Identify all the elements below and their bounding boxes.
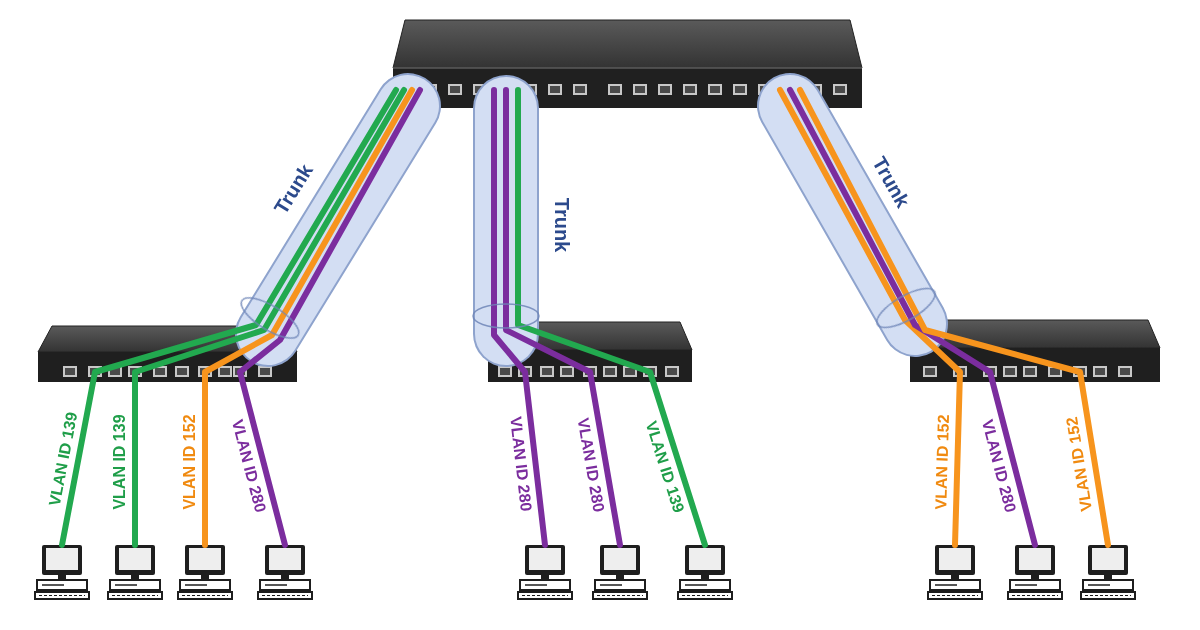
tube-ring bbox=[473, 304, 539, 328]
switch-ports bbox=[683, 84, 697, 95]
computer-icons bbox=[35, 545, 1135, 599]
vlan-label: VLAN ID 280 bbox=[978, 416, 1020, 516]
vlan-label: VLAN ID 280 bbox=[228, 416, 270, 516]
vlan-wires bbox=[62, 90, 1108, 545]
vlan-label: VLAN ID 280 bbox=[573, 414, 608, 515]
tube-ring bbox=[871, 281, 940, 335]
access-switch bbox=[218, 366, 232, 377]
switch-ports bbox=[448, 84, 462, 95]
vlan-wires bbox=[62, 90, 396, 545]
core-switch bbox=[393, 68, 862, 69]
computer-icons bbox=[35, 545, 89, 599]
access-switch bbox=[560, 366, 574, 377]
vlan-label: VLAN ID 152 bbox=[932, 412, 953, 512]
computer-icons bbox=[928, 545, 982, 599]
computer-icons bbox=[518, 545, 572, 599]
switch-ports bbox=[658, 84, 672, 95]
vlan-label: VLAN ID 280 bbox=[506, 413, 535, 514]
computer-icons bbox=[258, 545, 312, 599]
access-switch bbox=[498, 366, 512, 377]
access-switch bbox=[603, 366, 617, 377]
switch-ports bbox=[733, 84, 747, 95]
vlan-label: VLAN ID 139 bbox=[45, 409, 81, 510]
switch-ports bbox=[633, 84, 647, 95]
trunk-label: Trunk bbox=[867, 151, 915, 213]
vlan-wires bbox=[240, 90, 420, 545]
computer-icons bbox=[178, 545, 232, 599]
computer-icons bbox=[1081, 545, 1135, 599]
vlan-label: VLAN ID 139 bbox=[111, 412, 129, 511]
switch-ports bbox=[608, 84, 622, 95]
access-switch bbox=[63, 366, 77, 377]
access-switch bbox=[923, 366, 937, 377]
access-switch bbox=[1023, 366, 1037, 377]
vlan-wires bbox=[518, 90, 705, 545]
access-switch bbox=[1003, 366, 1017, 377]
computer-icons bbox=[1008, 545, 1062, 599]
access-switch bbox=[258, 366, 272, 377]
vlan-wires bbox=[800, 90, 1108, 545]
trunk-label: Trunk bbox=[551, 196, 573, 254]
switch-ports bbox=[573, 84, 587, 95]
vlan-wires bbox=[506, 90, 620, 545]
vlan-wires bbox=[790, 90, 1035, 545]
vlan-label: VLAN ID 152 bbox=[1063, 414, 1097, 515]
switch-ports bbox=[708, 84, 722, 95]
tube-ring bbox=[236, 290, 305, 345]
switch-ports bbox=[548, 84, 562, 95]
vlan-label: VLAN ID 152 bbox=[181, 412, 199, 511]
computer-icons bbox=[593, 545, 647, 599]
computer-icons bbox=[678, 545, 732, 599]
computer-icons bbox=[108, 545, 162, 599]
core-switch bbox=[393, 20, 862, 68]
access-switch bbox=[1118, 366, 1132, 377]
vlan-wires bbox=[780, 90, 960, 545]
tube-ring bbox=[236, 281, 941, 345]
access-switch bbox=[175, 366, 189, 377]
access-switch bbox=[540, 366, 554, 377]
vlan-label: VLAN ID 139 bbox=[641, 417, 688, 517]
trunk-label: Trunk bbox=[268, 158, 317, 219]
switch-ports bbox=[833, 84, 847, 95]
access-switch bbox=[665, 366, 679, 377]
access-switch bbox=[910, 348, 1160, 382]
access-switch bbox=[1093, 366, 1107, 377]
